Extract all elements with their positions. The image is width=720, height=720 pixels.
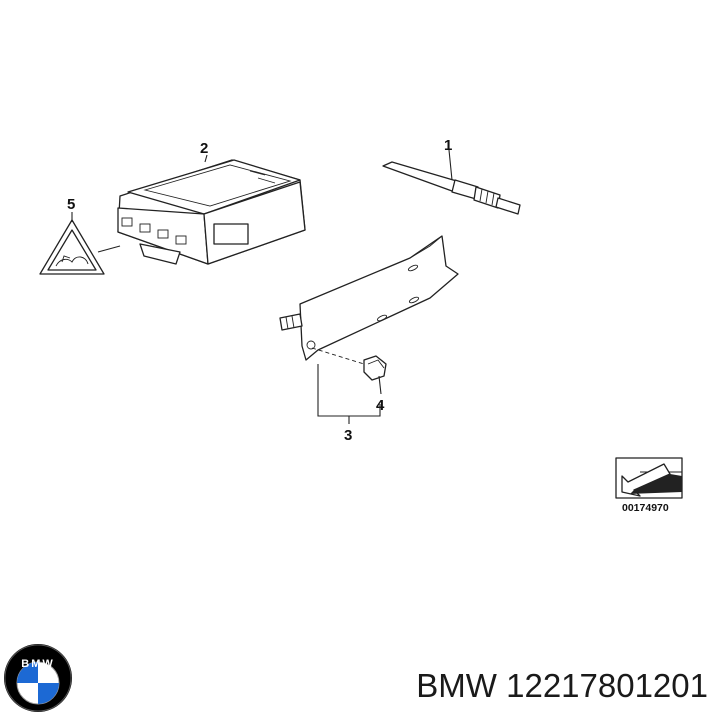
leader-line-2 xyxy=(204,154,208,163)
bmw-logo: BMW xyxy=(4,644,72,712)
glow-plug xyxy=(382,161,521,215)
callout-5: 5 xyxy=(67,196,75,213)
brand-name: BMW xyxy=(416,667,497,704)
callout-1: 1 xyxy=(444,137,452,154)
bmw-logo-text: BMW xyxy=(21,658,55,670)
leader-line-1 xyxy=(448,149,453,181)
reference-symbol xyxy=(615,457,683,499)
control-unit xyxy=(117,159,306,265)
callout-2: 2 xyxy=(200,140,208,157)
leader-line-5-to-unit xyxy=(97,245,121,253)
mounting-bracket xyxy=(279,235,459,361)
part-number: 12217801201 xyxy=(506,667,708,704)
callout-3: 3 xyxy=(344,427,352,444)
reference-code: 00174970 xyxy=(622,502,669,514)
warning-label xyxy=(39,219,105,275)
part-caption: BMW 12217801201 xyxy=(368,660,708,712)
hex-screw xyxy=(311,347,387,381)
leader-line-4 xyxy=(378,375,382,395)
